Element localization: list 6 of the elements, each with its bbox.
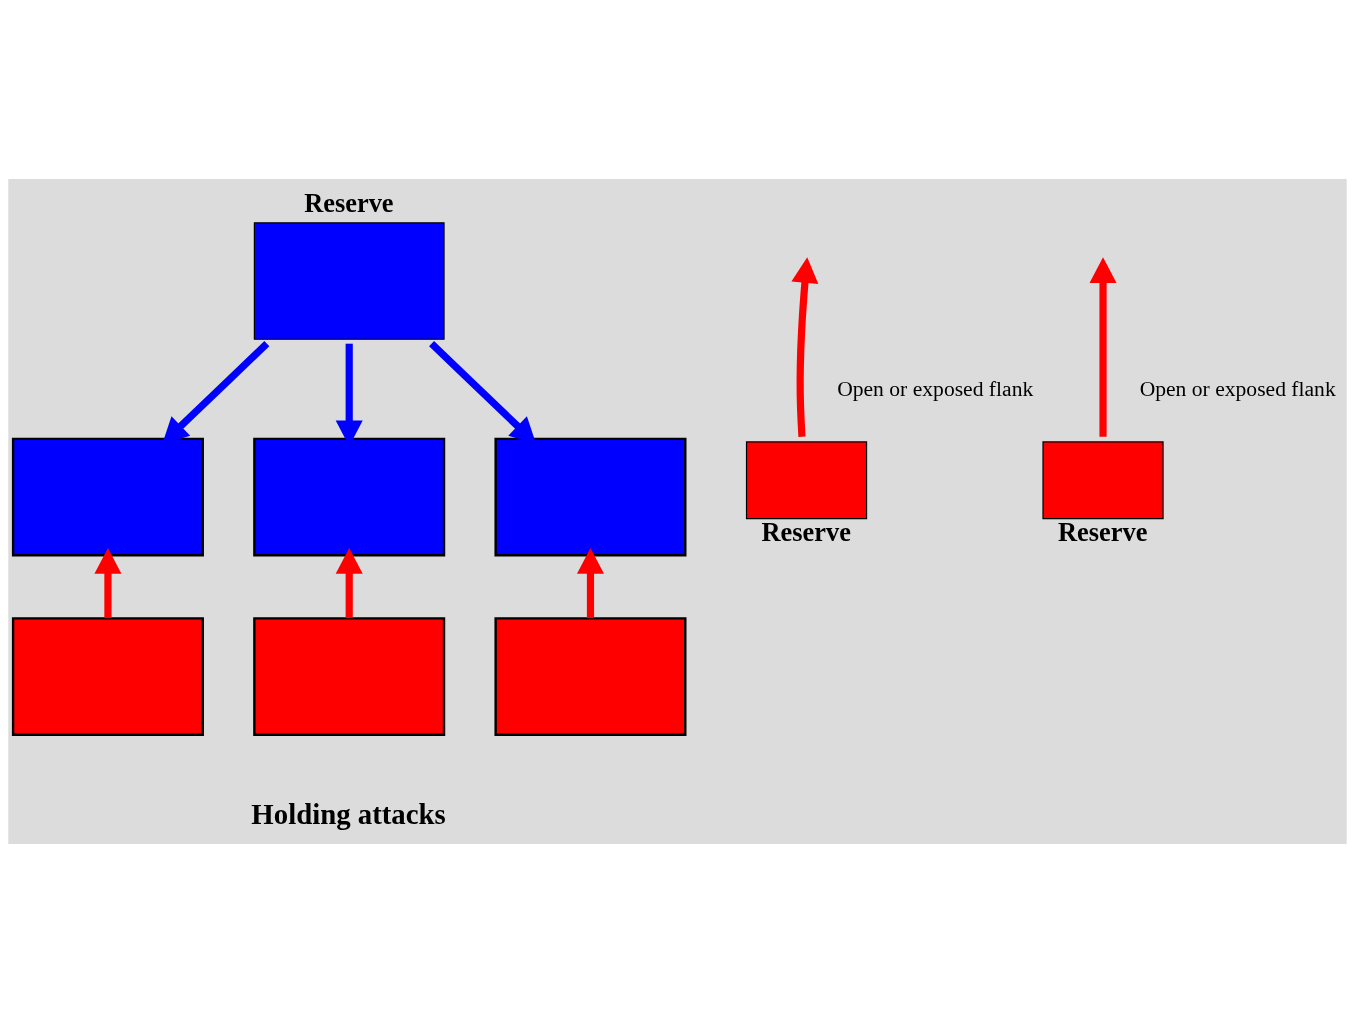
node-label: Reserve	[761, 517, 851, 548]
node-label: Reserve	[304, 187, 394, 218]
edge-label: Open or exposed flank	[837, 376, 1034, 401]
edge-label: Open or exposed flank	[1139, 376, 1336, 401]
node-label: Reserve	[1058, 517, 1148, 548]
label: Holding attacks	[251, 797, 446, 830]
